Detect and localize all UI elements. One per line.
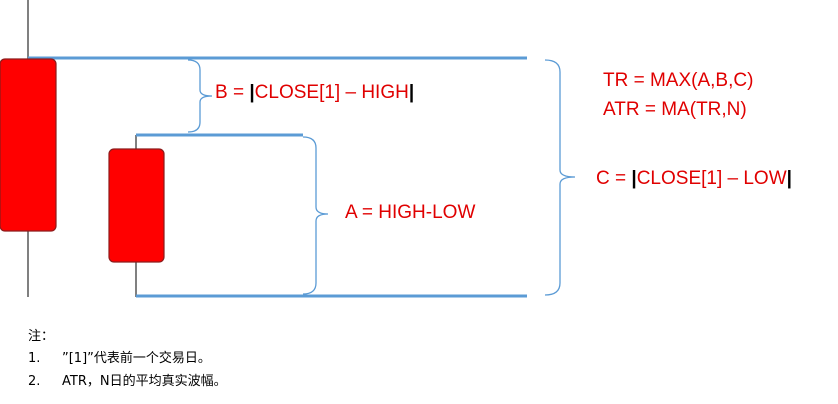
label-c-body: CLOSE[1] – LOW (636, 168, 787, 189)
brace-c (544, 59, 576, 296)
abs-bar-right-b: | (408, 82, 415, 103)
note-item-2-num: 2. (28, 374, 41, 389)
label-b-body: CLOSE[1] – HIGH (254, 82, 409, 103)
abs-bar-left-c: | (631, 168, 637, 189)
formula-atr: ATR = MA(TR,N) (603, 99, 747, 120)
formula-tr: TR = MAX(A,B,C) (603, 70, 754, 91)
brace-b (187, 59, 213, 133)
candle-2-body (108, 148, 165, 263)
label-a: A = HIGH-LOW (345, 202, 476, 223)
candle-1-body (0, 58, 57, 232)
note-item-2: 2. ATR，N日的平均真实波幅。 (28, 375, 227, 388)
note-item-1-num: 1. (28, 351, 41, 366)
label-b: B = |CLOSE[1] – HIGH| (215, 83, 414, 102)
note-item-1-text: ”[1]”代表前一个交易日。 (62, 351, 211, 366)
notes-heading: 注： (28, 329, 55, 344)
abs-bar-left-b: | (249, 82, 255, 103)
label-b-prefix: B = (215, 82, 250, 103)
note-item-2-text: ATR，N日的平均真实波幅。 (62, 374, 227, 389)
abs-bar-right-c: | (786, 168, 792, 189)
label-c-prefix: C = (596, 168, 632, 189)
note-item-1: 1. ”[1]”代表前一个交易日。 (28, 352, 211, 365)
label-c: C = |CLOSE[1] – LOW| (596, 169, 792, 188)
brace-a (302, 136, 329, 295)
